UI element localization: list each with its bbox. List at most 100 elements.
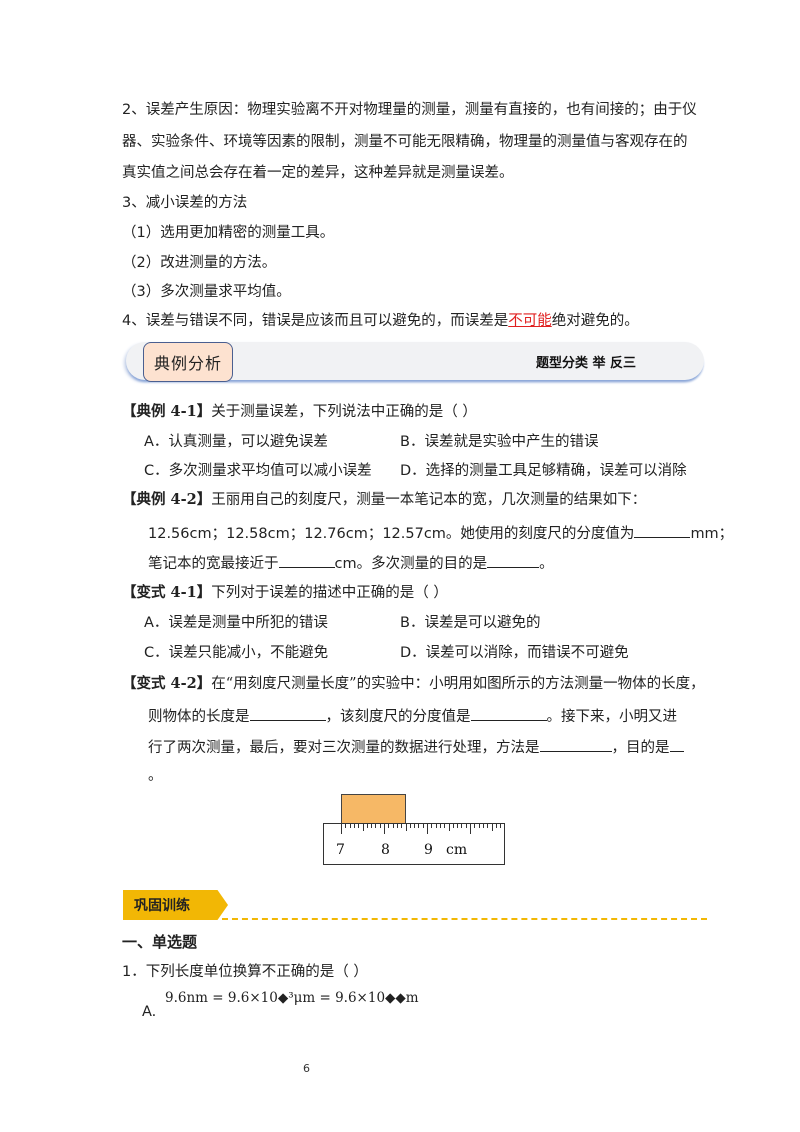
answer-blank-purpose[interactable] [487,552,540,568]
ruler-tick [470,824,471,834]
example-4-1-option-d: D．选择的测量工具足够精确，误差可以消除 [400,463,687,479]
question-1-option-a-label: A. [142,1004,157,1020]
variant-4-2-method-text: 行了两次测量，最后，要对三次测量的数据进行处理，方法是 [148,740,540,756]
question-1-stem: 1．下列长度单位换算不正确的是（ ） [122,964,368,980]
answer-blank-ruler-division[interactable] [470,705,547,721]
answer-blank-goal[interactable] [669,736,684,752]
ruler-tick [392,824,394,828]
ruler-tick [409,824,411,828]
section2-line2: 器、实验条件、环境等因素的限制，测量不可能无限精确，物理量的测量值与客观存在的 [122,134,688,150]
variant-4-2-line3: 行了两次测量，最后，要对三次测量的数据进行处理，方法是 ，目的是 [148,736,684,758]
ruler-tick [371,824,373,828]
ruler-tick [418,824,420,828]
ruler-tick [396,824,398,828]
unit-mm: mm； [690,526,734,542]
section4-before: 4、误差与错误不同，错误是应该而且可以避免的，而误差是 [122,313,509,329]
example-4-1-option-b: B．误差就是实验中产生的错误 [400,434,599,450]
ruler-figure [323,823,505,865]
variant-4-2-question: 在“用刻度尺测量长度”的实验中：小明用如图所示的方法测量一物体的长度， [211,676,705,692]
section3-item-3: （3）多次测量求平均值。 [122,284,291,300]
ruler-tick [422,824,424,828]
section3-item-1: （1）选用更加精密的测量工具。 [122,225,335,241]
ruler-tick [341,824,342,834]
ruler-tick [366,824,368,828]
ruler-tick [401,824,403,828]
ruler-label-9: 9 [424,842,433,858]
practice-tag: 巩固训练 [123,890,228,920]
variant-4-2-next-text: 。接下来，小明又进 [546,709,678,725]
section3-title: 3、减小误差的方法 [122,195,248,211]
example-4-2-label: 【典例 4-2】 [122,491,212,508]
ruler-tick [427,824,428,834]
answer-blank-length[interactable] [249,705,326,721]
section3-item-2: （2）改进测量的方法。 [122,255,277,271]
variant-4-1-option-a: A．误差是测量中所犯的错误 [144,615,328,631]
ruler-tick [379,824,381,828]
ruler-tick [388,824,390,828]
example-4-1-option-a: A．认真测量，可以避免误差 [144,434,328,450]
variant-4-2-length-text: 则物体的长度是 [148,709,250,725]
ruler-label-unit: cm [446,842,468,858]
example-4-2-width-text: 笔记本的宽最接近于 [148,556,279,572]
ruler-tick [482,824,484,828]
ruler-tick [405,824,407,831]
ruler-tick [435,824,437,828]
banner-subtitle: 题型分类 举 反三 [536,356,637,371]
ruler-tick [452,824,454,828]
section4-highlight: 不可能 [508,313,552,329]
ruler-tick [375,824,377,828]
example-4-2-line3: 笔记本的宽最接近于 cm。多次测量的目的是 。 [148,552,554,574]
variant-4-1-question: 下列对于误差的描述中正确的是（ ） [211,585,448,601]
ruler-tick [487,824,489,828]
example-4-2-purpose-text: cm。多次测量的目的是 [334,556,488,572]
ruler-tick [345,824,347,828]
ruler-tick [461,824,463,828]
section2-line1: 2、误差产生原因：物理实验离不开对物理量的测量，测量有直接的，也有间接的；由于仪 [122,102,697,118]
example-4-2-line2: 12.56cm；12.58cm；12.76cm；12.57cm。她使用的刻度尺的… [148,522,733,544]
ruler-tick [384,824,385,834]
ruler-tick [444,824,446,828]
example-4-1-option-c: C．多次测量求平均值可以减小误差 [144,463,372,479]
ruler-tick [457,824,459,828]
ruler-tick [474,824,476,828]
example-4-2-measurements: 12.56cm；12.58cm；12.76cm；12.57cm。她使用的刻度尺的… [148,526,635,542]
variant-4-1-option-b: B．误差是可以避免的 [400,615,541,631]
ruler-tick [414,824,416,828]
example-4-2-stem: 【典例 4-2】王丽用自己的刻度尺，测量一本笔记本的宽，几次测量的结果如下： [122,490,646,510]
period: 。 [539,556,554,572]
section-title-single-choice: 一、单选题 [122,933,198,951]
ruler-tick [353,824,355,828]
variant-4-1-option-d: D．误差可以消除，而错误不可避免 [400,645,629,661]
variant-4-2-division-text: ，该刻度尺的分度值是 [325,709,471,725]
page-number: 6 [303,1062,310,1075]
ruler-tick [495,824,497,828]
practice-divider [222,918,707,920]
question-1-option-a-formula: 9.6nm = 9.6×10◆³μm = 9.6×10◆◆m [165,990,419,1006]
answer-blank-division[interactable] [634,522,691,538]
section4-line: 4、误差与错误不同，错误是应该而且可以避免的，而误差是不可能绝对避免的。 [122,311,639,331]
ruler-label-7: 7 [336,842,345,858]
variant-4-2-label: 【变式 4-2】 [122,675,212,692]
example-4-1-stem: 【典例 4-1】关于测量误差，下列说法中正确的是（ ） [122,402,477,422]
ruler-tick [504,824,506,828]
ruler-tick [431,824,433,828]
ruler-tick [491,824,493,831]
example-4-2-question: 王丽用自己的刻度尺，测量一本笔记本的宽，几次测量的结果如下： [211,492,647,508]
ruler-tick [362,824,364,831]
variant-4-2-goal-text: ，目的是 [611,740,670,756]
answer-blank-width[interactable] [278,552,335,568]
example-4-1-question: 关于测量误差，下列说法中正确的是（ ） [211,404,477,420]
example-analysis-tag: 典例分析 [143,342,233,382]
section2-line3: 真实值之间总会存在着一定的差异，这种差异就是测量误差。 [122,165,514,181]
ruler-tick [465,824,467,828]
variant-4-2-stem: 【变式 4-2】在“用刻度尺测量长度”的实验中：小明用如图所示的方法测量一物体的… [122,674,705,694]
measured-object [341,794,406,824]
ruler-label-8: 8 [381,842,390,858]
variant-4-1-label: 【变式 4-1】 [122,584,212,601]
section4-after: 绝对避免的。 [551,313,639,329]
variant-4-2-line4: 。 [148,768,163,784]
variant-4-1-option-c: C．误差只能减小，不能避免 [144,645,329,661]
variant-4-1-stem: 【变式 4-1】下列对于误差的描述中正确的是（ ） [122,583,448,603]
answer-blank-method[interactable] [539,736,612,752]
example-4-1-label: 【典例 4-1】 [122,403,212,420]
